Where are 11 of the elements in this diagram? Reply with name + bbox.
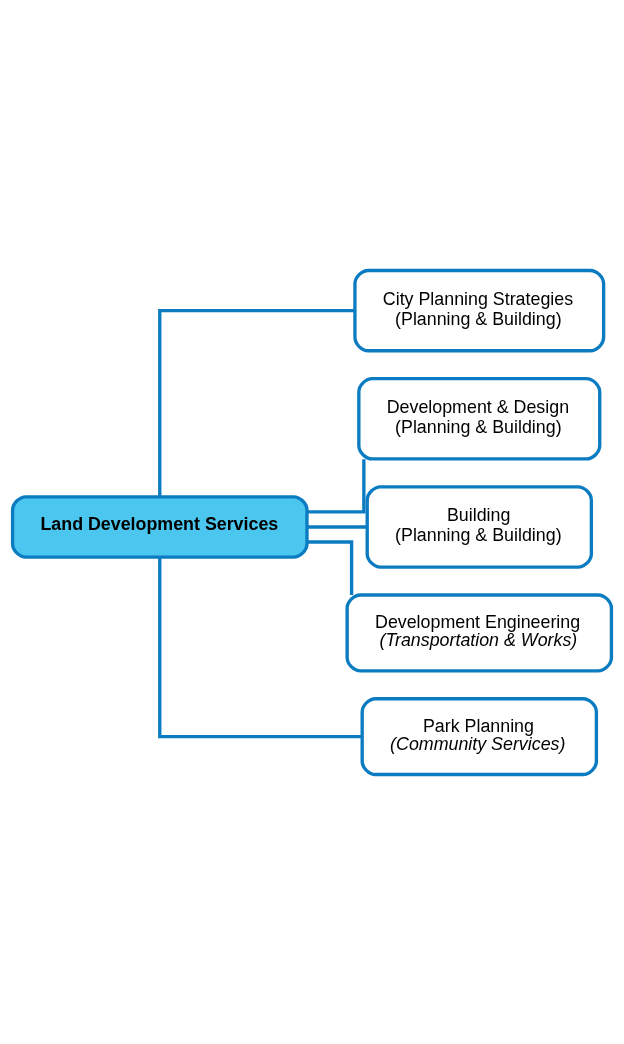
connector <box>307 524 368 529</box>
node-box: Park Planning (Community Services) <box>360 696 599 776</box>
connector <box>158 556 363 738</box>
node-box: Land Development Services <box>10 494 309 559</box>
connector <box>307 458 366 514</box>
node-box: Development & Design (Planning & Building) <box>357 376 602 461</box>
node-box: Development Engineering (Transportation & Works) <box>345 592 614 672</box>
node-box: Building (Planning & Building) <box>365 484 594 569</box>
connector <box>158 308 355 496</box>
node-box: City Planning Strategies (Planning & Building) <box>353 268 606 352</box>
connector <box>307 539 354 595</box>
